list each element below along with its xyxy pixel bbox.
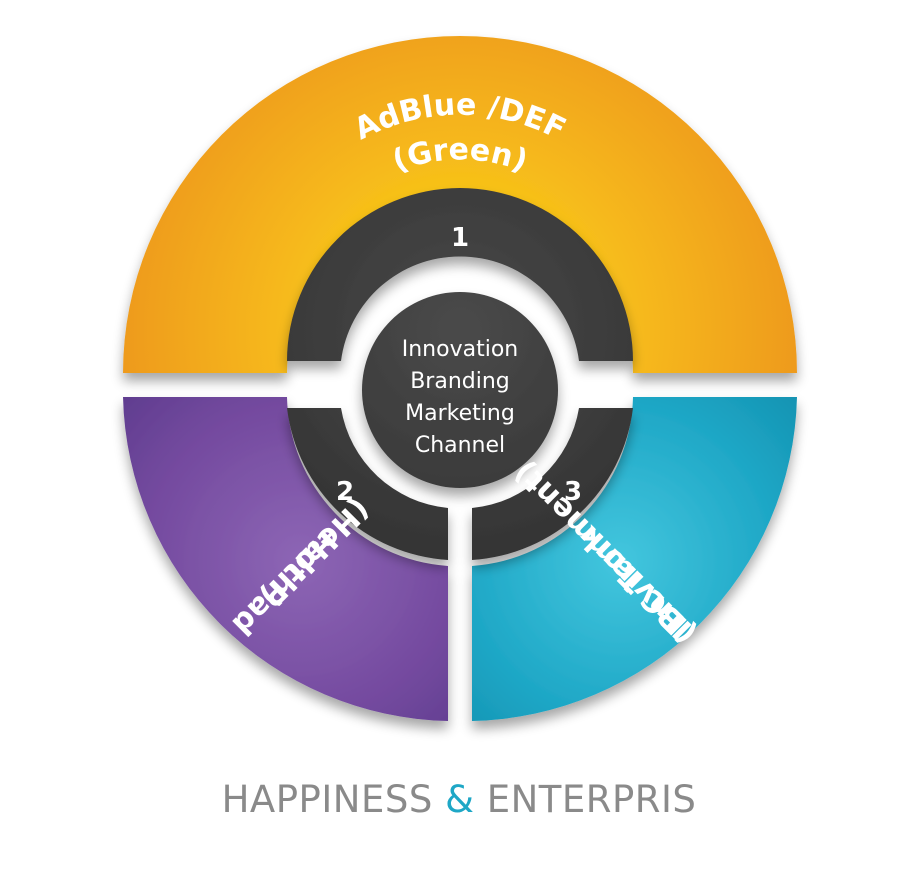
- footer-brand-text: HAPPINESS & ENTERPRIS: [0, 778, 918, 821]
- inner-ring-right: [472, 408, 633, 560]
- footer-part-1: HAPPINESS: [221, 778, 446, 821]
- center-circle: [362, 292, 558, 488]
- segment-adblue: [123, 36, 797, 373]
- center-line-1: Innovation: [402, 337, 518, 362]
- inner-ring-top: [287, 188, 633, 361]
- segment-hot-pad: [123, 397, 448, 721]
- segment-number-3: 3: [564, 477, 582, 507]
- segment-ibc-tank: [472, 397, 797, 721]
- inner-ring-left: [287, 408, 448, 560]
- segment-number-1: 1: [451, 223, 469, 253]
- footer-ampersand: &: [445, 778, 475, 821]
- center-line-4: Channel: [415, 433, 505, 458]
- center-line-2: Branding: [410, 369, 510, 394]
- segment-number-2: 2: [336, 477, 354, 507]
- center-line-3: Marketing: [405, 401, 515, 426]
- footer-part-2: ENTERPRIS: [474, 778, 697, 821]
